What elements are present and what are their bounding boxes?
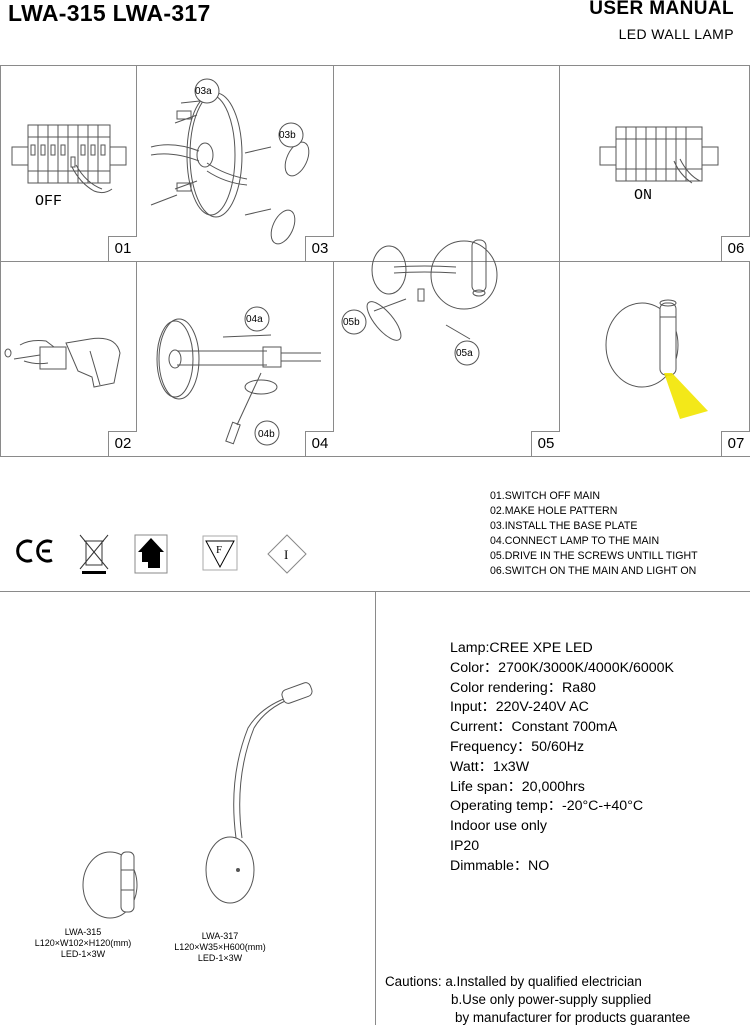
cautions-label: Cautions: [385,974,442,989]
step-number-03: 03 [305,236,334,261]
lwa317-caption: LWA-317 L120×W35×H600(mm) LED-1×3W [160,931,280,964]
caution-b: b.Use only power-supply supplied [451,992,652,1007]
spec-item: Color rendering：Ra80 [450,679,596,696]
lwa315-head [120,851,135,913]
spec-item: Life span：20,000hrs [450,778,585,795]
step-number-06: 06 [721,236,750,261]
panel-03: 03a 03b 03 [137,65,334,261]
callout-03b: 03b [279,130,296,141]
weee-bin-icon [78,531,110,580]
grid-left-line [0,65,1,456]
install-base-plate-illustration [150,78,310,245]
drive-screws-illustration [341,239,498,366]
svg-text:I: I [284,547,288,562]
breaker-on-illustration [599,126,719,184]
callout-04b: 04b [258,429,275,440]
drill-hole-illustration [4,337,121,388]
lwa317-base-plate [205,836,255,904]
lwa315-led: LED-1×3W [60,949,106,959]
on-label: ON [634,187,653,204]
grid-top-line [0,65,750,66]
spec-item: Indoor use only [450,818,548,835]
panel-02: 02 [0,261,137,456]
product-drawings [82,682,313,919]
grid-bottom-line [0,456,750,457]
lwa315-caption: LWA-315 L120×W102×H120(mm) LED-1×3W [27,927,139,960]
instruction-item: 04.CONNECT LAMP TO THE MAIN [490,535,660,547]
off-label: OFF [35,193,63,210]
panel-07: 07 [560,261,750,456]
svg-text:F: F [216,544,222,556]
panel-04: 04a 04b 04 [137,261,334,456]
light-beam [664,373,708,419]
spec-item: Current：Constant 700mA [450,719,618,736]
product-subtitle: LED WALL LAMP [618,26,734,42]
instruction-item: 06.SWITCH ON THE MAIN AND LIGHT ON [490,565,697,577]
step-number-01: 01 [108,236,137,261]
spec-item: Lamp:CREE XPE LED [450,640,593,656]
instruction-item: 05.DRIVE IN THE SCREWS UNTILL TIGHT [490,550,698,562]
step-number-05: 05 [531,431,560,456]
callout-05a: 05a [456,348,473,359]
instruction-item: 02.MAKE HOLE PATTERN [490,505,618,517]
manual-title: USER MANUAL [589,0,734,19]
grid-col-line-3 [559,65,560,456]
class-ii-house-icon [134,534,168,579]
instruction-item: 01.SWITCH OFF MAIN [490,490,601,502]
connect-wires-illustration [156,306,321,446]
spec-item: Color：2700K/3000K/4000K/6000K [450,659,675,676]
lwa315-dimensions: L120×W102×H120(mm) [34,938,132,948]
step-number-04: 04 [305,431,334,456]
grid-middle-line [0,261,750,262]
caution-a: a.Installed by qualified electrician [445,974,642,989]
lwa317-head [281,682,313,704]
cautions-block: Cautions: a.Installed by qualified elect… [385,973,690,1027]
callout-05b: 05b [343,317,360,328]
callout-03a: 03a [195,86,212,97]
lwa317-led: LED-1×3W [197,953,243,963]
f-mark-icon: F [202,535,238,576]
instruction-item: 03.INSTALL THE BASE PLATE [490,520,638,532]
lwa317-dimensions: L120×W35×H600(mm) [174,942,266,952]
i-mark-icon: I [266,533,308,580]
instruction-list: 01.SWITCH OFF MAIN 02.MAKE HOLE PATTERN … [490,489,698,579]
spec-item: Operating temp：-20°C-+40°C [450,798,644,815]
step-number-07: 07 [721,431,750,456]
lwa315-model: LWA-315 [64,927,102,937]
section-vertical-divider [375,591,376,1025]
lwa317-gooseneck [233,697,287,839]
spec-list: Lamp:CREE XPE LED Color：2700K/3000K/4000… [450,639,674,877]
spec-item: IP20 [450,837,480,854]
callout-04a: 04a [246,314,263,325]
spec-item: Frequency：50/60Hz [450,738,585,755]
caution-b-continued: by manufacturer for products guarantee [455,1010,691,1025]
lwa315-base-plate [82,851,138,919]
lwa317-model: LWA-317 [201,931,239,941]
panel-01: OFF 01 [0,65,137,261]
light-on-illustration [605,299,708,419]
panel-05: 05b 05a 05 [334,65,560,456]
panel-06: ON 06 [560,65,750,261]
spec-item: Input：220V-240V AC [450,699,589,716]
breaker-off-illustration [11,124,127,194]
spec-item: Watt：1x3W [450,758,530,775]
step-number-02: 02 [108,431,137,456]
ce-mark-icon [16,538,56,569]
model-title: LWA-315 LWA-317 [8,0,211,26]
spec-item: Dimmable：NO [450,857,550,874]
